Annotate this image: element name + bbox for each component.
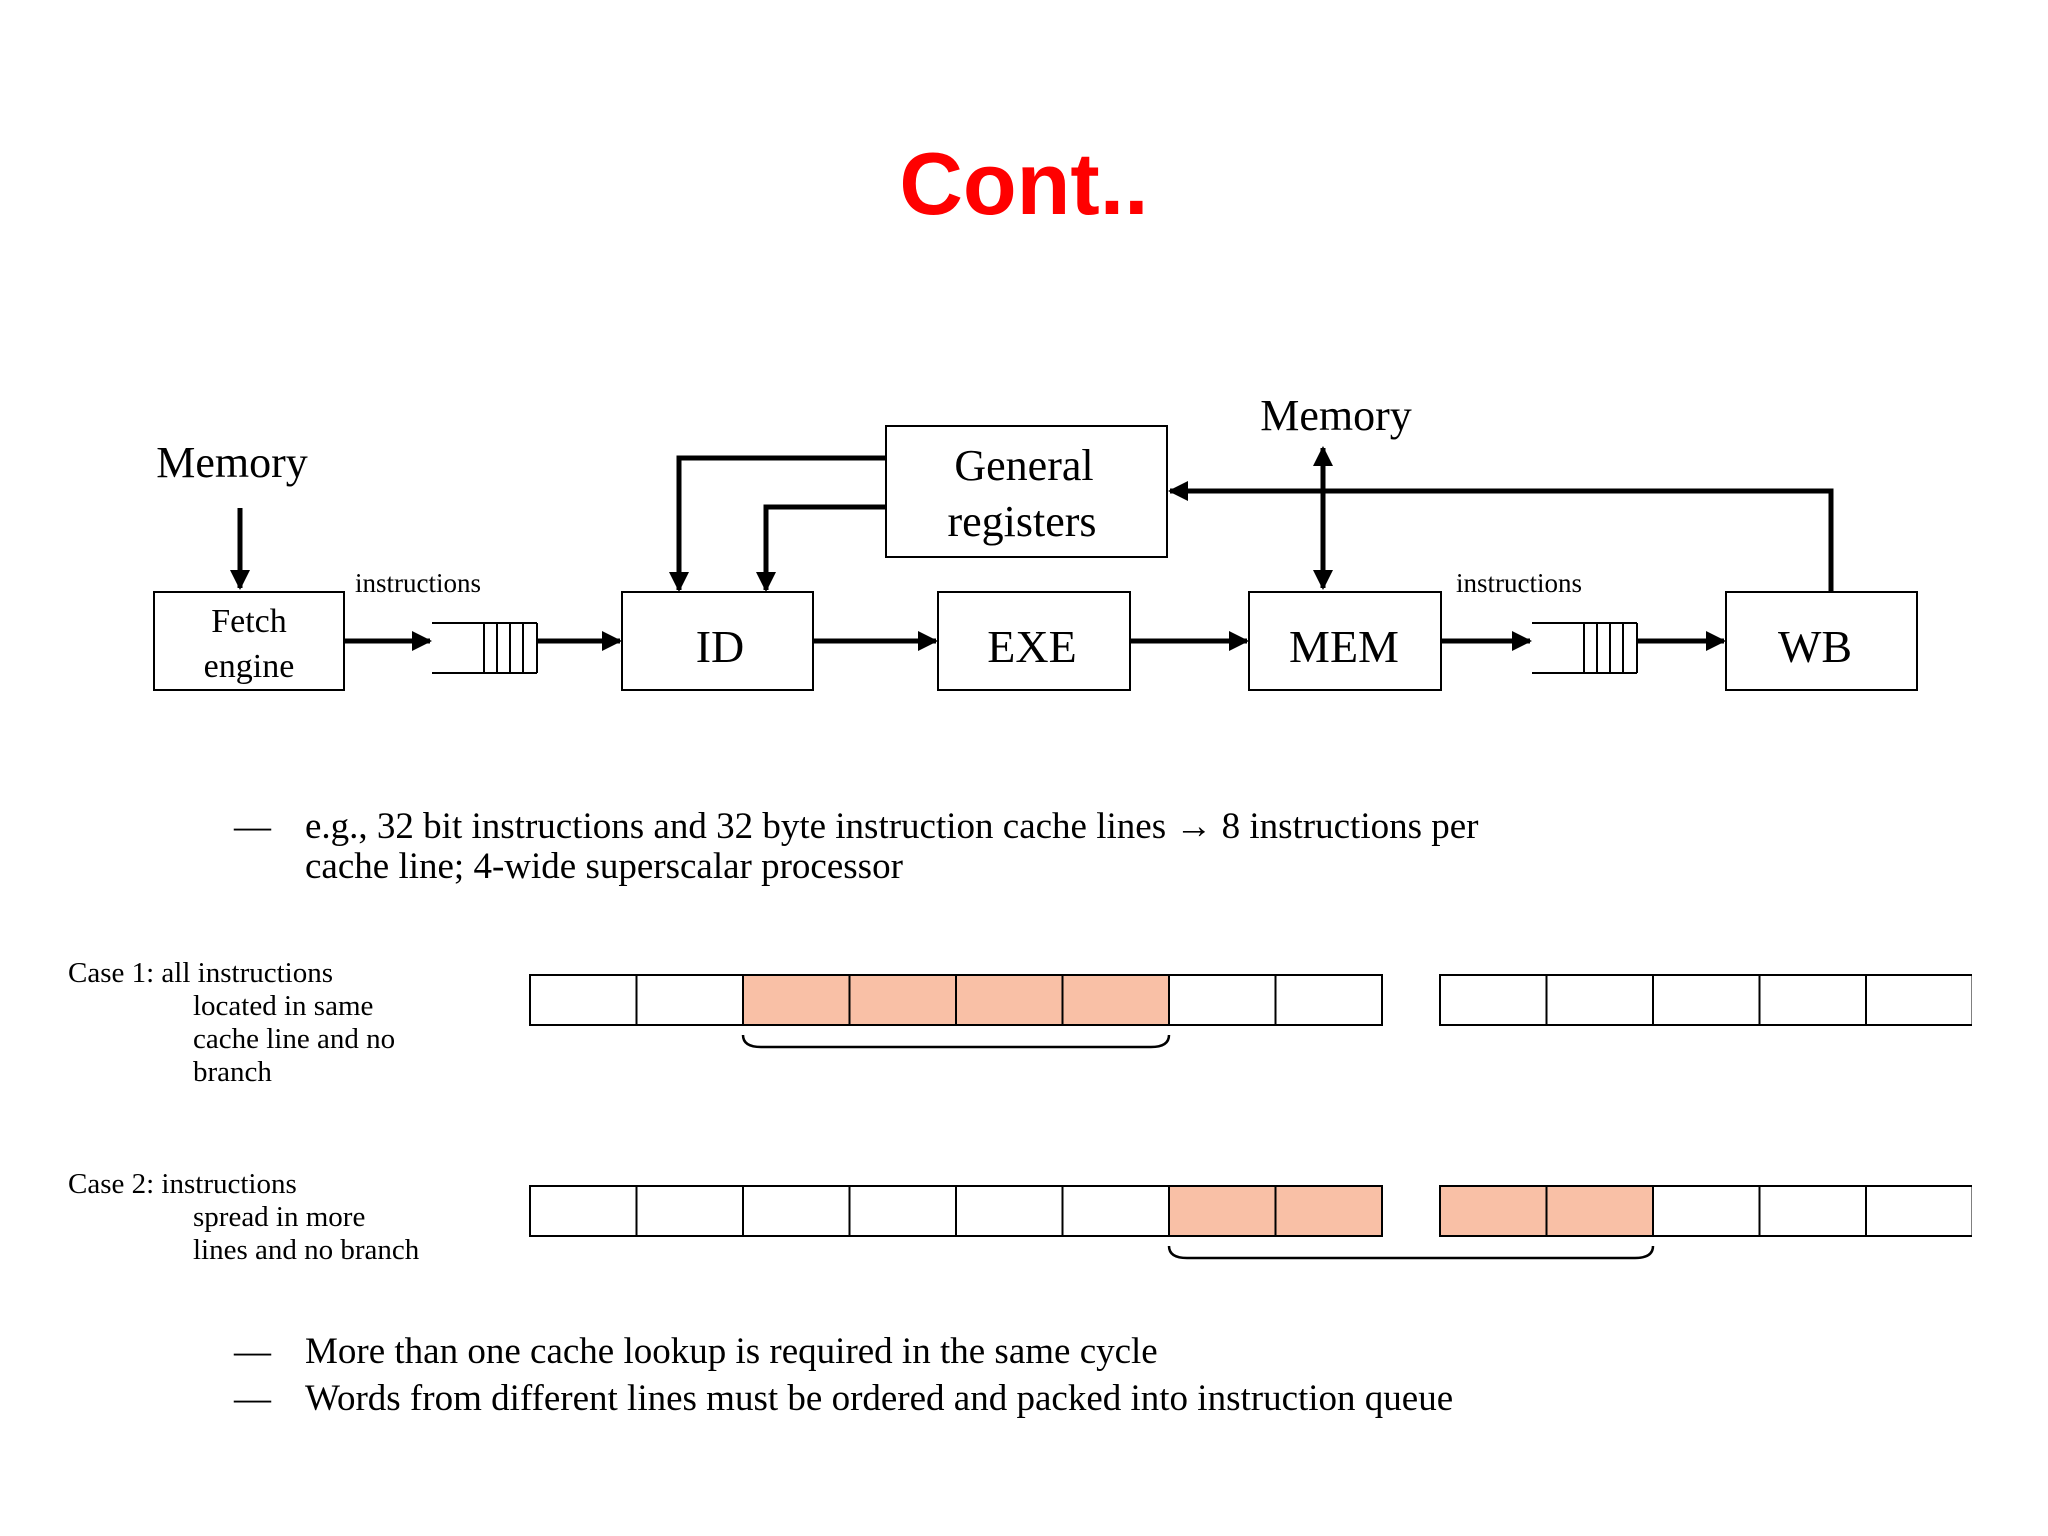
case-1-line-1: Case 1: all instructions: [68, 957, 333, 989]
instruction-slot: [1545, 974, 1654, 1026]
general-registers-box: [885, 425, 1168, 558]
case-2-cache-line-2: [1439, 1185, 2048, 1237]
instruction-slot: [848, 1185, 957, 1237]
instruction-slot: [529, 1185, 638, 1237]
bullet-dash-3: —: [234, 1378, 271, 1419]
case-2-line-1: Case 2: instructions: [68, 1168, 297, 1200]
fetch-engine-label-1: Fetch: [211, 603, 287, 640]
instruction-slot: [742, 1185, 851, 1237]
instruction-slot: [1865, 974, 1974, 1026]
memory-label-fetch: Memory: [156, 438, 308, 487]
fetched-instruction-slot: [1168, 1185, 1277, 1237]
instruction-slot: [1758, 1185, 1867, 1237]
instruction-slot: [955, 1185, 1064, 1237]
instruction-queue-2: [1532, 622, 1638, 674]
general-registers-label-2: registers: [947, 497, 1096, 546]
case-1-cache-line-1: [529, 974, 1383, 1026]
case-2-line-3: lines and no branch: [193, 1234, 420, 1266]
bullet-lookup: More than one cache lookup is required i…: [305, 1331, 1158, 1372]
instruction-slot: [1274, 974, 1383, 1026]
mem-stage-box: [1248, 591, 1442, 691]
case-1-label: Case 1: all instructions located in same…: [68, 957, 395, 1089]
wb-stage-box: [1725, 591, 1918, 691]
instruction-queue-1: [432, 622, 538, 674]
instruction-slot: [529, 974, 638, 1026]
fetched-instruction-slot: [1545, 1185, 1654, 1237]
wb-stage-label: WB: [1778, 621, 1852, 672]
fetched-instruction-slot: [742, 974, 851, 1026]
instruction-slot: [1758, 974, 1867, 1026]
cache-row-edge-mask: [1972, 960, 2048, 1260]
instruction-slot: [1652, 1185, 1761, 1237]
fetched-instruction-slot: [955, 974, 1064, 1026]
id-stage-label: ID: [696, 621, 745, 672]
case-1-line-4: branch: [193, 1056, 272, 1088]
instruction-slot: [1652, 974, 1761, 1026]
exe-stage-label: EXE: [987, 621, 1076, 672]
case-2-cache-line-1: [529, 1185, 1383, 1237]
id-stage-box: [621, 591, 814, 691]
instruction-slot: [1865, 1185, 1974, 1237]
bullet-example-line-1: e.g., 32 bit instructions and 32 byte in…: [305, 806, 1479, 847]
slide-title: Cont..: [899, 134, 1149, 233]
registers-to-id-line-2: [756, 504, 886, 592]
instructions-label-2: instructions: [1456, 568, 1582, 598]
instruction-slot: [1061, 1185, 1170, 1237]
instructions-label-1: instructions: [355, 568, 481, 598]
fetch-engine-label-2: engine: [204, 648, 295, 685]
fetched-instruction-slot: [1274, 1185, 1383, 1237]
fetched-instruction-slot: [1061, 974, 1170, 1026]
case-2-fetch-group-brace: [1167, 1245, 1655, 1260]
case-1-fetch-group-brace: [741, 1034, 1171, 1049]
instruction-slot: [1439, 974, 1548, 1026]
case-1-line-3: cache line and no: [193, 1023, 396, 1055]
wb-to-registers-line: [1168, 481, 1834, 592]
general-registers-label-1: General: [954, 441, 1093, 490]
case-1-cache-line-2: [1439, 974, 2048, 1026]
memory-label-mem: Memory: [1260, 391, 1412, 440]
mem-stage-label: MEM: [1289, 621, 1399, 672]
instruction-slot: [635, 1185, 744, 1237]
bullet-ordering: Words from different lines must be order…: [305, 1378, 1454, 1419]
fetched-instruction-slot: [848, 974, 957, 1026]
instruction-slot: [1168, 974, 1277, 1026]
bullet-dash-1: —: [234, 806, 271, 847]
registers-to-id-line-1: [669, 455, 886, 592]
cache-line-rows: [529, 960, 2048, 1260]
exe-stage-box: [937, 591, 1131, 691]
bullet-dash-2: —: [234, 1331, 271, 1372]
instruction-slot: [635, 974, 744, 1026]
bullet-example-line-2: cache line; 4-wide superscalar processor: [305, 846, 903, 887]
case-2-label: Case 2: instructions spread in more line…: [68, 1168, 419, 1267]
fetch-engine-box: [153, 591, 345, 691]
fetched-instruction-slot: [1439, 1185, 1548, 1237]
case-2-line-2: spread in more: [193, 1201, 366, 1233]
case-1-line-2: located in same: [193, 990, 374, 1022]
